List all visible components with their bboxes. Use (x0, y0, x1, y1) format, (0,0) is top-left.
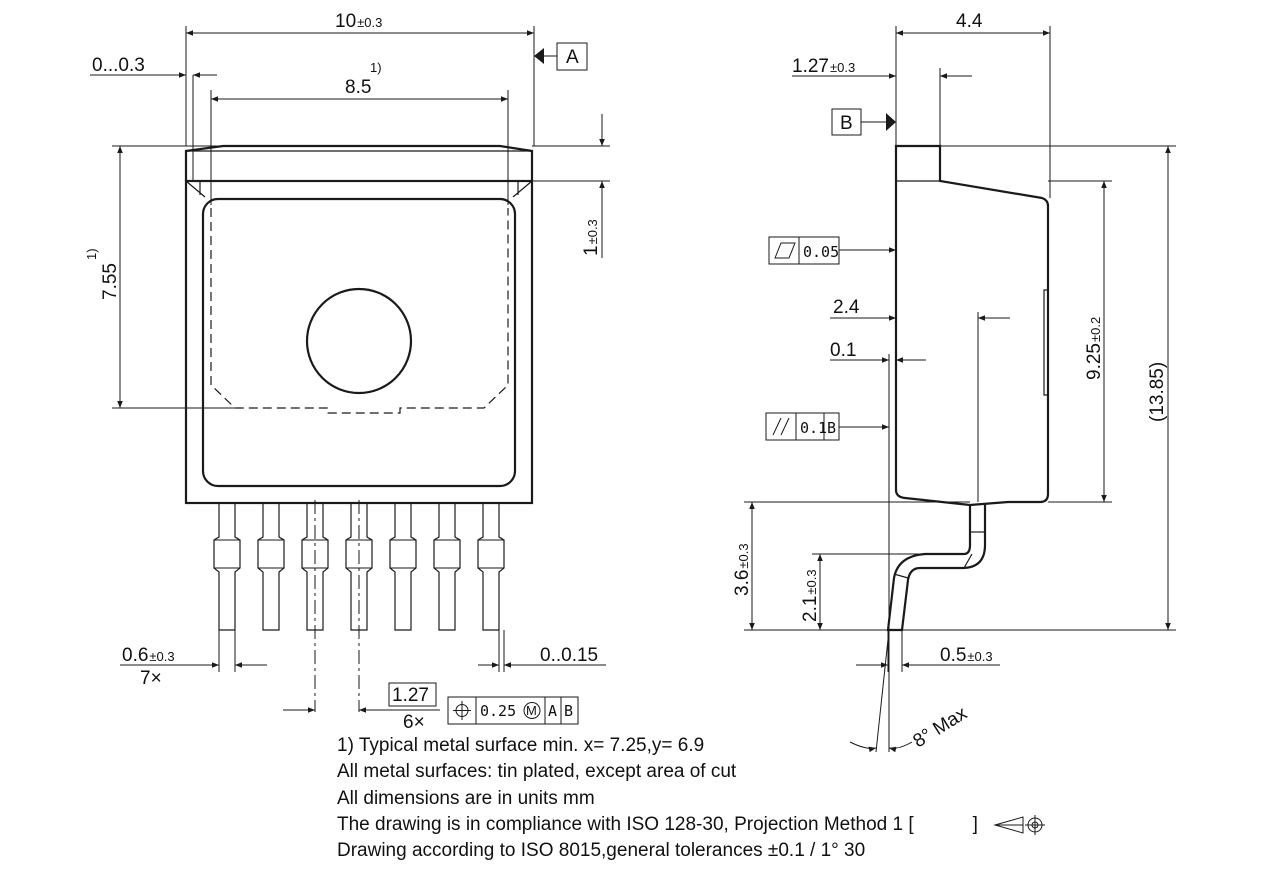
note-tin-plated: All metal surfaces: tin plated, except a… (337, 761, 737, 783)
dim-lead-width: 0.6±0.3 (122, 645, 175, 666)
dim-pitch-count: 6× (403, 712, 425, 733)
note-typical-metal: 1) Typical metal surface min. x= 7.25,y=… (337, 735, 705, 756)
dim-height: 7.55 (100, 263, 121, 300)
svg-text:M: M (526, 703, 537, 718)
side-view: 4.4 1.27±0.3 B 0.05 2.4 0.1 (732, 11, 1176, 753)
position-tolerance-frame: 0.25 M A B (447, 696, 579, 725)
dim-offset: 0...0.3 (92, 55, 145, 76)
svg-text:0.1: 0.1 (800, 419, 827, 437)
dim-width: 10±0.3 (335, 11, 382, 32)
svg-text:B: B (827, 419, 836, 437)
dim-inner-width: 8.5 (345, 77, 371, 98)
dim-inner-width-note: 1) (370, 60, 382, 75)
dim-lead-height: 3.6±0.3 (732, 543, 753, 596)
parallelism-frame: 0.1 B (765, 412, 889, 441)
datum-b-label: B (840, 113, 853, 134)
dim-tab-thickness: 1.27±0.3 (792, 56, 855, 77)
front-view: 10±0.3 A 0...0.3 8.5 1) 7.55 1) 1±0.3 (84, 11, 610, 733)
dim-thickness: 4.4 (956, 11, 983, 32)
dim-tab: 1±0.3 (581, 219, 602, 256)
dim-pitch: 1.27 (392, 685, 429, 706)
dim-lead-bend: 2.1±0.3 (800, 569, 821, 622)
note-iso-128: The drawing is in compliance with ISO 12… (337, 813, 978, 835)
svg-text:B: B (564, 702, 573, 720)
svg-text:A: A (548, 702, 557, 720)
dim-lead-count: 7× (140, 668, 162, 689)
dim-lead-offset: 0..0.15 (540, 645, 598, 666)
datum-a-label: A (566, 47, 579, 68)
drawing-notes: 1) Typical metal surface min. x= 7.25,y=… (337, 733, 978, 864)
note-iso-8015: Drawing according to ISO 8015,general to… (337, 840, 866, 862)
lead-group (213, 500, 505, 712)
svg-text:0.25: 0.25 (480, 702, 516, 720)
svg-text:0.05: 0.05 (803, 243, 839, 261)
dim-body-height: 9.25±0.2 (1084, 317, 1105, 380)
dim-height-note: 1) (84, 248, 99, 260)
projection-method-symbol (993, 815, 1045, 835)
note-units: All dimensions are in units mm (337, 787, 595, 809)
dim-offset-2-4: 2.4 (833, 297, 860, 318)
dim-lead-thickness: 0.5±0.3 (940, 645, 993, 666)
flatness-frame: 0.05 (768, 236, 896, 265)
dim-offset-0-1: 0.1 (830, 340, 856, 361)
dim-overall-height: (13.85) (1147, 362, 1168, 422)
